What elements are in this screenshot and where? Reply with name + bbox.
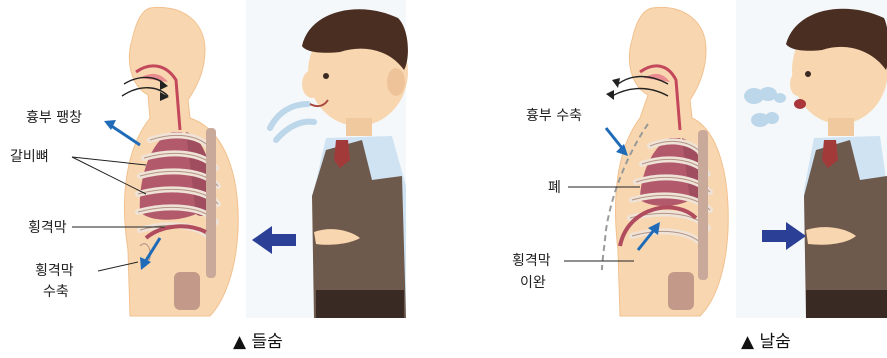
- inhale-label-diaphragm-state-1: 횡격막: [35, 263, 74, 279]
- inhale-label-diaphragm: 횡격막: [28, 220, 67, 236]
- exhale-label-diaphragm-state-1: 횡격막: [512, 253, 551, 269]
- exhale-label-diaphragm-state-2: 이완: [520, 275, 546, 291]
- inhale-caption: ▲ 들숨: [233, 332, 283, 352]
- exhale-caption: ▲ 날숨: [741, 332, 791, 352]
- inhale-chest-expand-arrow: [104, 120, 140, 145]
- inhale-label-diaphragm-state-2: 수축: [43, 284, 69, 300]
- exhale-panel: 흉부 수축 폐 횡격막 이완: [512, 0, 887, 352]
- inhale-label-ribs: 갈비뼈: [10, 149, 49, 165]
- inhale-boy-illustration: [246, 0, 408, 318]
- inhale-panel: 흉부 팽창 갈비뼈 횡격막 횡격막 수축: [10, 0, 408, 352]
- exhale-chest-contract-arrow: [606, 128, 628, 156]
- exhale-label-chest: 흉부 수축: [526, 108, 582, 124]
- exhale-label-lung: 폐: [548, 180, 561, 196]
- exhale-boy-illustration: [736, 0, 887, 318]
- inhale-label-chest: 흉부 팽창: [26, 110, 82, 126]
